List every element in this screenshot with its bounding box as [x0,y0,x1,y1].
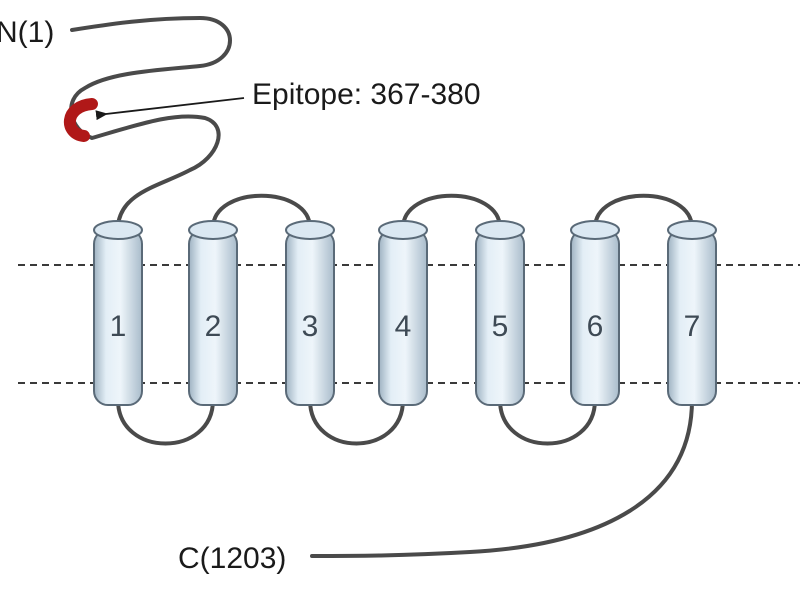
extracellular-loop-4-5 [401,193,502,230]
helix-4: 4 [378,220,428,406]
intracellular-loop-3-4 [308,398,405,446]
c-terminal-chain [310,398,694,558]
helix-number-3: 3 [302,310,319,343]
epitope-arrow [95,97,245,121]
helix-7: 7 [667,220,717,406]
helix-number-1: 1 [110,310,127,343]
helix-number-6: 6 [587,310,604,343]
n-terminal-chain [69,16,232,227]
intracellular-loop-5-6 [498,398,597,446]
epitope-label: Epitope: 367-380 [252,78,481,111]
helix-2: 2 [188,220,238,406]
helix-6: 6 [570,220,620,406]
helix-number-5: 5 [492,310,509,343]
n-terminus-label: N(1) [0,16,54,49]
helix-3: 3 [285,220,335,406]
helix-5: 5 [475,220,525,406]
extracellular-loop-2-3 [211,193,312,230]
epitope-highlight [63,98,98,142]
extracellular-loop-6-7 [593,193,694,230]
c-terminus-label: C(1203) [178,542,286,575]
helix-number-4: 4 [395,310,412,343]
helix-number-2: 2 [205,310,222,343]
intracellular-loop-1-2 [116,398,215,446]
helix-1: 1 [93,220,143,406]
helix-number-7: 7 [684,310,701,343]
